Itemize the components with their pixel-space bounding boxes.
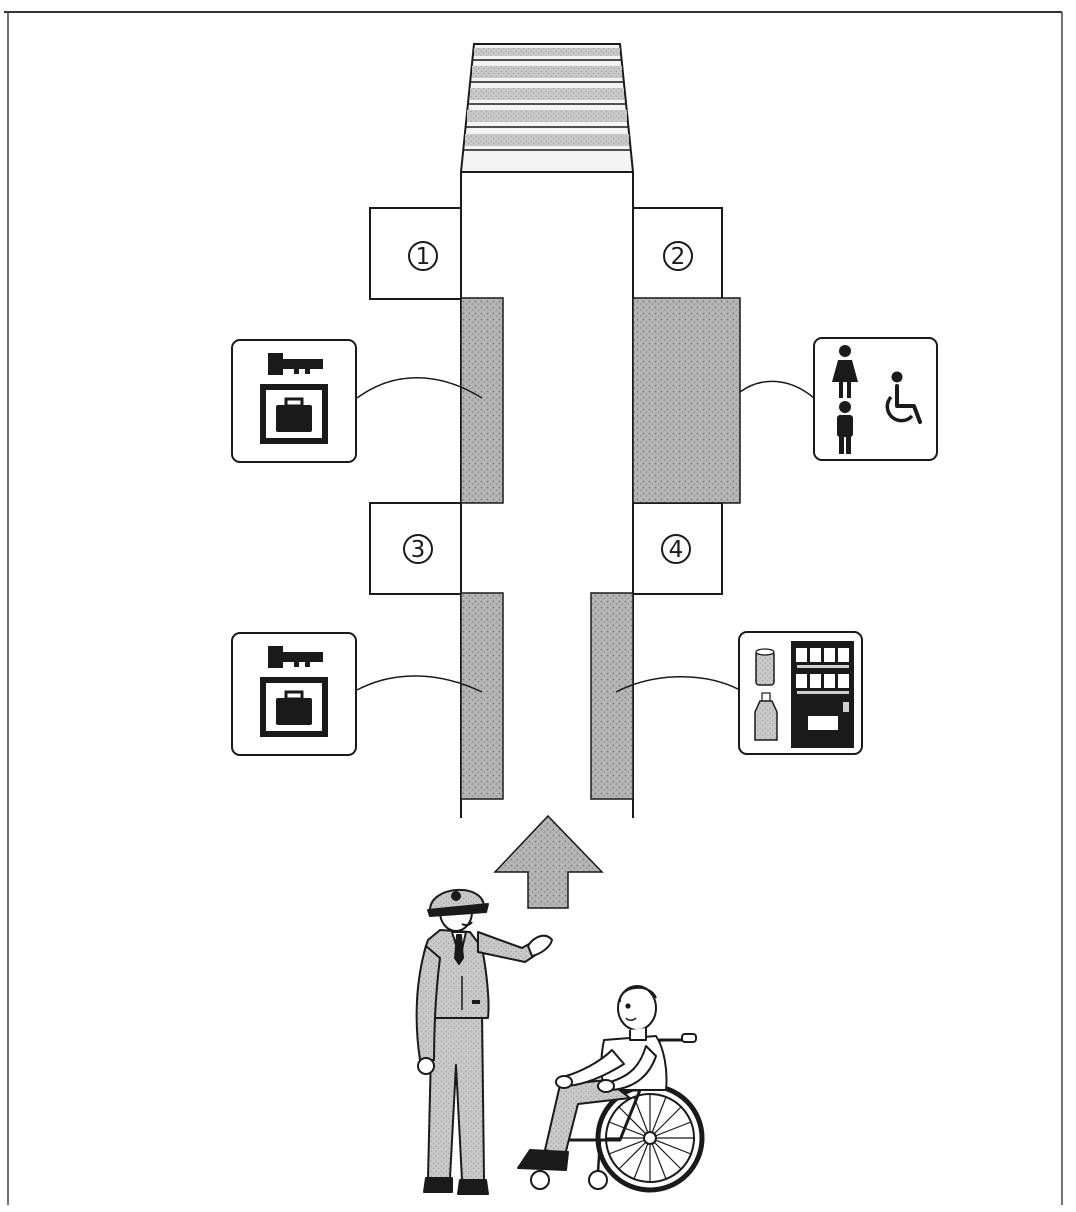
room-2: 2: [632, 207, 723, 300]
station-staff-illustration: [415, 888, 553, 1195]
direction-arrow-up-icon: [493, 814, 604, 909]
room-4: 4: [632, 502, 723, 595]
leader-lines: [356, 377, 815, 693]
vending-machine-icon: [738, 631, 863, 755]
facility-strip-upper-left: [460, 297, 504, 504]
facility-strip-lower-right: [590, 592, 634, 800]
room-2-label: 2: [671, 244, 686, 270]
room-1-label: 1: [416, 244, 431, 270]
room-1: 1: [369, 207, 462, 300]
facility-strip-upper-right: [632, 297, 741, 504]
stairs: [459, 43, 635, 173]
restroom-accessible-icon: [813, 337, 938, 461]
coin-locker-icon: [231, 339, 357, 463]
facility-strip-lower-left: [460, 592, 504, 800]
page-frame: [4, 11, 1063, 1205]
coin-locker-icon: [231, 632, 357, 756]
room-4-label: 4: [669, 537, 684, 563]
room-3-label: 3: [411, 537, 426, 563]
wheelchair-user-illustration: [517, 985, 705, 1193]
room-3: 3: [369, 502, 462, 595]
